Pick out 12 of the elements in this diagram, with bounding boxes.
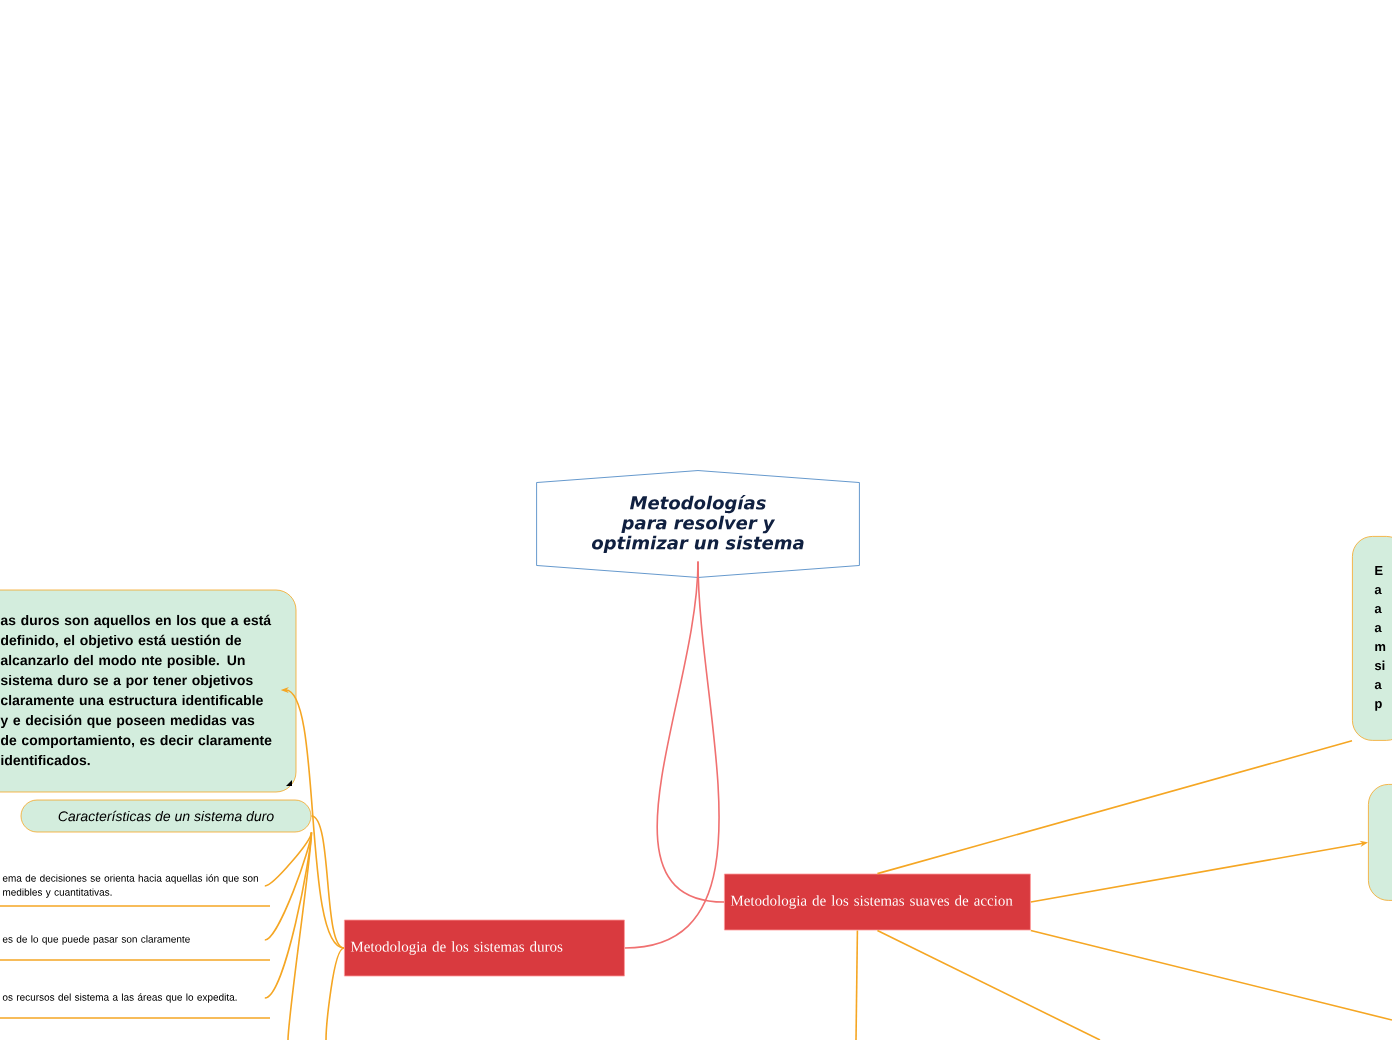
connector [876,740,1353,875]
connector [876,929,1101,1040]
connector [1030,929,1392,1021]
connector [310,815,345,949]
note-box [1368,784,1392,901]
connector [287,831,313,1040]
central-topic-box: Metodologías para resolver y optimizar un sistema [536,470,860,578]
connector [855,929,859,1040]
connector [325,947,345,1040]
connector [656,560,725,903]
connector [264,831,313,941]
connector [264,831,313,887]
